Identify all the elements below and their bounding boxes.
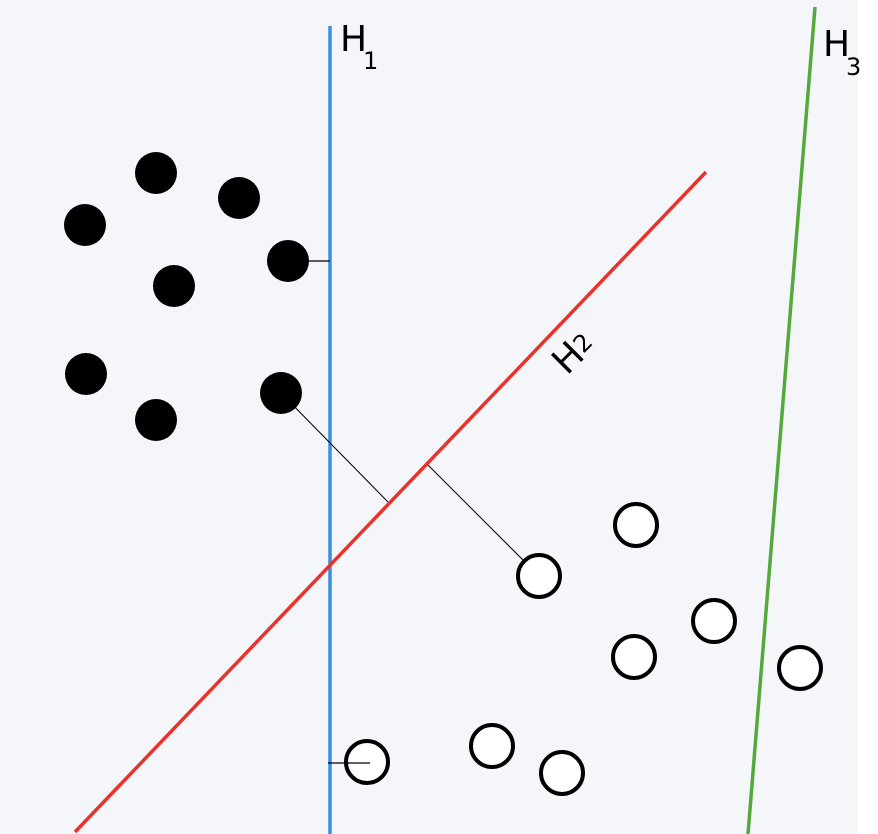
filled-point <box>135 152 177 194</box>
hyperplane-h3 <box>746 6 817 834</box>
hyperplane-h2 <box>73 170 708 834</box>
h3-label-subscript: 3 <box>846 53 861 81</box>
filled-point <box>65 353 107 395</box>
hollow-point <box>611 634 657 680</box>
distance-line-h2-white <box>427 464 540 577</box>
h1-label-subscript: 1 <box>363 47 378 75</box>
filled-point <box>218 177 260 219</box>
hollow-points <box>344 502 823 796</box>
hollow-point <box>516 553 562 599</box>
distance-line-h2-black <box>280 392 389 503</box>
filled-points <box>64 152 309 441</box>
hollow-point <box>613 502 659 548</box>
hollow-point <box>344 739 390 785</box>
h3-label: H <box>823 24 850 65</box>
filled-point <box>135 399 177 441</box>
hollow-point <box>469 723 515 769</box>
hollow-point <box>539 750 585 796</box>
filled-point <box>267 240 309 282</box>
filled-point <box>64 204 106 246</box>
diagram-background <box>0 0 858 834</box>
hollow-point <box>691 598 737 644</box>
filled-point <box>153 265 195 307</box>
hollow-point <box>777 645 823 691</box>
filled-point <box>260 372 302 414</box>
h1-label: H <box>340 19 367 60</box>
